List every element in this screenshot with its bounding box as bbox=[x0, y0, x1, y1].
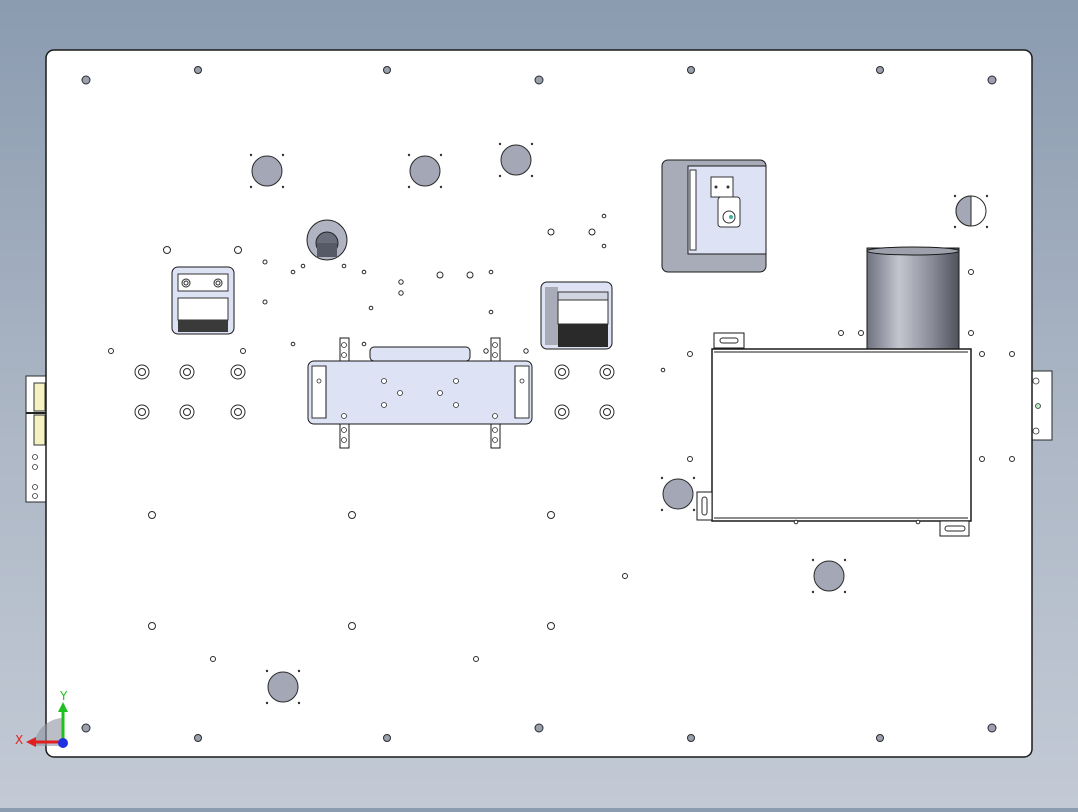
shaded-bore-hole bbox=[953, 194, 989, 229]
round-knob bbox=[306, 219, 348, 261]
perimeter-holes bbox=[81, 66, 997, 742]
control-box bbox=[696, 332, 972, 537]
z-axis-dot bbox=[58, 738, 68, 748]
y-axis-head bbox=[58, 702, 68, 712]
left-side-bracket bbox=[25, 375, 47, 503]
view-triad[interactable]: Y X bbox=[14, 686, 80, 752]
sensor-module bbox=[661, 159, 767, 273]
y-axis-label: Y bbox=[59, 689, 68, 703]
right-clamp-block bbox=[540, 281, 613, 350]
x-axis-label: X bbox=[15, 733, 23, 747]
x-axis-head bbox=[26, 737, 36, 747]
base-plate bbox=[45, 49, 1033, 758]
motor-cylinder bbox=[866, 246, 960, 351]
small-holes bbox=[108, 213, 1015, 662]
triad-shadow bbox=[34, 718, 62, 746]
screw-holes bbox=[134, 364, 615, 420]
slider-carriage bbox=[307, 337, 533, 449]
large-bore-holes bbox=[249, 142, 847, 705]
right-side-bracket bbox=[1029, 370, 1053, 441]
left-clamp-block bbox=[171, 266, 235, 335]
